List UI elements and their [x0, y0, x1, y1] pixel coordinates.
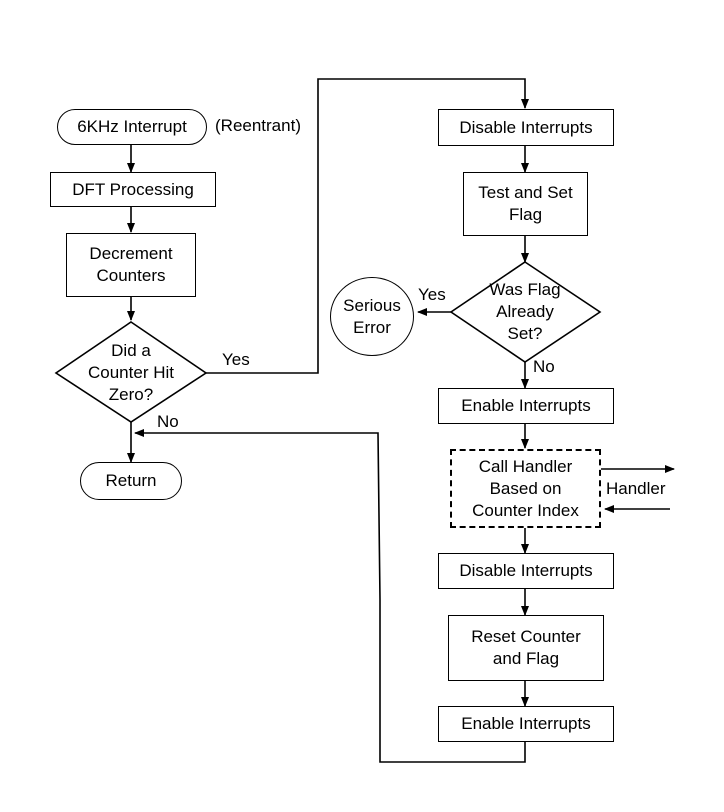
test-and-set-flag-box: Test and Set Flag — [463, 172, 588, 236]
reentrant-note: (Reentrant) — [215, 116, 301, 135]
yes-label-counter: Yes — [222, 350, 250, 369]
no-label-flag: No — [533, 357, 555, 376]
yes-label-flag: Yes — [418, 285, 446, 304]
decision-counter-label: Did a Counter Hit Zero? — [88, 341, 174, 404]
dft-processing-box: DFT Processing — [50, 172, 216, 207]
start-interrupt-terminal: 6KHz Interrupt — [57, 109, 207, 145]
call-handler-box: Call Handler Based on Counter Index — [450, 449, 601, 528]
return-terminal: Return — [80, 462, 182, 500]
enable-interrupts-box-2: Enable Interrupts — [438, 706, 614, 742]
decision-counter-diamond — [54, 321, 208, 423]
handler-label: Handler — [606, 479, 666, 498]
arrow-yes-to-disable — [206, 78, 529, 374]
decision-flag-label: Was Flag Already Set? — [489, 280, 561, 343]
enable-interrupts-box-1: Enable Interrupts — [438, 388, 614, 424]
serious-error-connector: Serious Error — [330, 277, 414, 356]
decrement-counters-box: Decrement Counters — [66, 233, 196, 297]
decision-flag-diamond — [449, 261, 602, 363]
disable-interrupts-box-2: Disable Interrupts — [438, 553, 614, 589]
no-label-loop: No — [157, 412, 179, 431]
disable-interrupts-box-1: Disable Interrupts — [438, 109, 614, 146]
reset-counter-and-flag-box: Reset Counter and Flag — [448, 615, 604, 681]
arrow-loop-back — [134, 429, 526, 763]
